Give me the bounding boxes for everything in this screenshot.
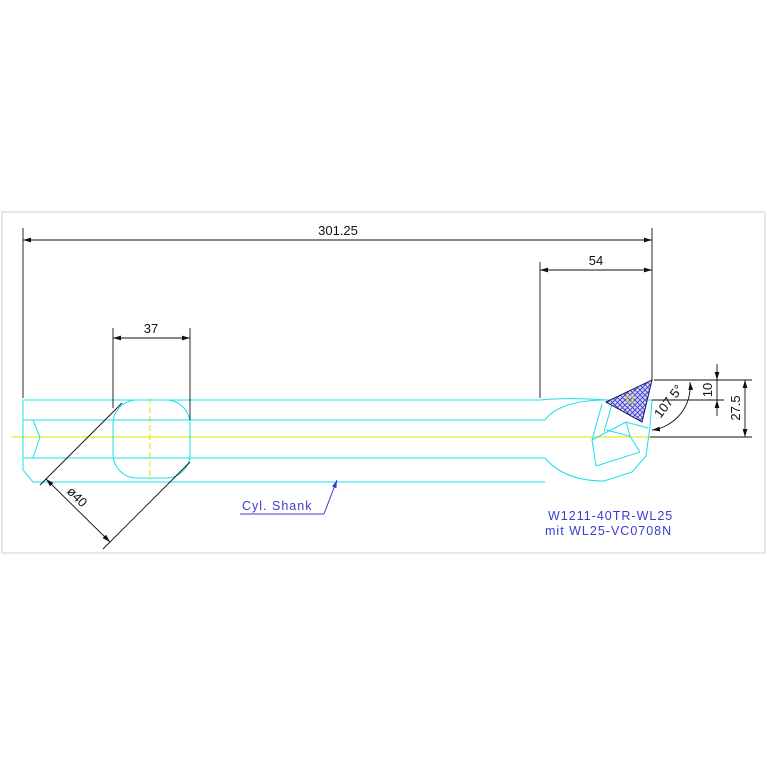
part-number-label: W1211-40TR-WL25 — [548, 509, 673, 523]
tip-offset-label: 10 — [700, 383, 715, 397]
head-outline — [539, 398, 653, 482]
shank-outline — [22, 399, 545, 483]
tool-body — [22, 398, 653, 483]
insert-label: mit WL25-VC0708N — [545, 524, 672, 538]
shank-flat-label: 37 — [144, 321, 158, 336]
head-inner-lines — [591, 403, 649, 467]
overall-length-label: 301.25 — [318, 223, 358, 238]
head-length-label: 54 — [589, 253, 603, 268]
shank-flat-outline — [112, 399, 191, 479]
dimension-center-height: 27.5 — [728, 380, 748, 437]
dimension-tip-offset: 10 — [700, 364, 720, 416]
shank-label: Cyl. Shank — [242, 499, 312, 513]
shank-annotation: Cyl. Shank — [240, 479, 338, 515]
center-height-label: 27.5 — [728, 395, 743, 420]
cutting-insert — [604, 379, 653, 423]
dimension-head-length: 54 — [539, 253, 652, 398]
dimension-overall-length: 301.25 — [22, 223, 653, 398]
dimension-shank-flat: 37 — [112, 321, 191, 420]
insert-marker — [626, 395, 634, 403]
